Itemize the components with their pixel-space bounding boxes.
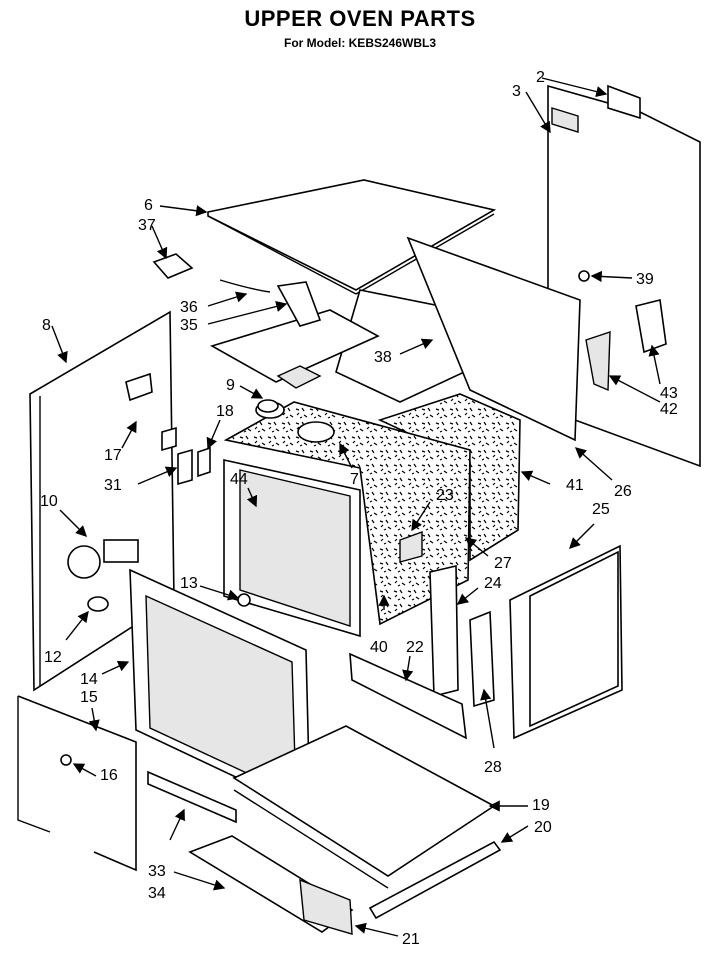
part-label-16: 16: [100, 767, 118, 784]
part-label-26: 26: [614, 483, 632, 500]
part-label-6: 6: [144, 197, 153, 214]
part-label-13: 13: [180, 575, 198, 592]
part-label-23: 23: [436, 487, 454, 504]
vent-tube: [219, 279, 322, 327]
part-label-27: 27: [494, 555, 512, 572]
vent-trim: [147, 770, 354, 935]
part-label-36: 36: [180, 299, 198, 316]
door-gasket: [17, 695, 137, 872]
part-label-40: 40: [370, 639, 388, 656]
leader-lines: [51, 77, 661, 937]
part-label-37: 37: [138, 217, 156, 234]
part-label-2: 2: [536, 69, 545, 86]
part-label-42: 42: [660, 401, 678, 418]
part-label-15: 15: [80, 689, 98, 706]
part-label-35: 35: [180, 317, 198, 334]
light-assembly: [67, 539, 139, 612]
part-label-22: 22: [406, 639, 424, 656]
bottom-rail: [368, 840, 502, 920]
part-label-19: 19: [532, 797, 550, 814]
part-label-9: 9: [226, 377, 235, 394]
part-labels: 2 3 6 37 39 8 36 35 38 43 42 9 18 17 7 2…: [40, 69, 678, 948]
cavity-top-shield: [209, 309, 380, 389]
oven-cavity: [223, 393, 521, 638]
small-clips: [60, 253, 279, 766]
part-label-21: 21: [402, 931, 420, 948]
part-label-38: 38: [374, 349, 392, 366]
part-label-14: 14: [80, 671, 98, 688]
part-label-3: 3: [512, 83, 521, 100]
part-label-34: 34: [148, 885, 166, 902]
part-label-28: 28: [484, 759, 502, 776]
terminal-block: [578, 270, 667, 392]
part-label-12: 12: [44, 649, 62, 666]
part-label-25: 25: [592, 501, 610, 518]
part-label-8: 8: [42, 317, 51, 334]
part-label-20: 20: [534, 819, 552, 836]
part-label-43: 43: [660, 385, 678, 402]
part-label-39: 39: [636, 271, 654, 288]
part-label-10: 10: [40, 493, 58, 510]
part-label-31: 31: [104, 477, 122, 494]
support-brackets: [349, 564, 495, 740]
right-side-panel: [509, 544, 623, 740]
part-label-33: 33: [148, 863, 166, 880]
part-label-17: 17: [104, 447, 122, 464]
model-subtitle: For Model: KEBS246WBL3: [283, 36, 436, 50]
part-label-24: 24: [484, 575, 502, 592]
part-label-7: 7: [350, 471, 359, 488]
rear-panel: [547, 84, 701, 468]
diagram-title: UPPER OVEN PARTS: [244, 6, 476, 31]
part-label-18: 18: [216, 403, 234, 420]
part-label-41: 41: [566, 477, 584, 494]
part-label-44: 44: [230, 471, 248, 488]
